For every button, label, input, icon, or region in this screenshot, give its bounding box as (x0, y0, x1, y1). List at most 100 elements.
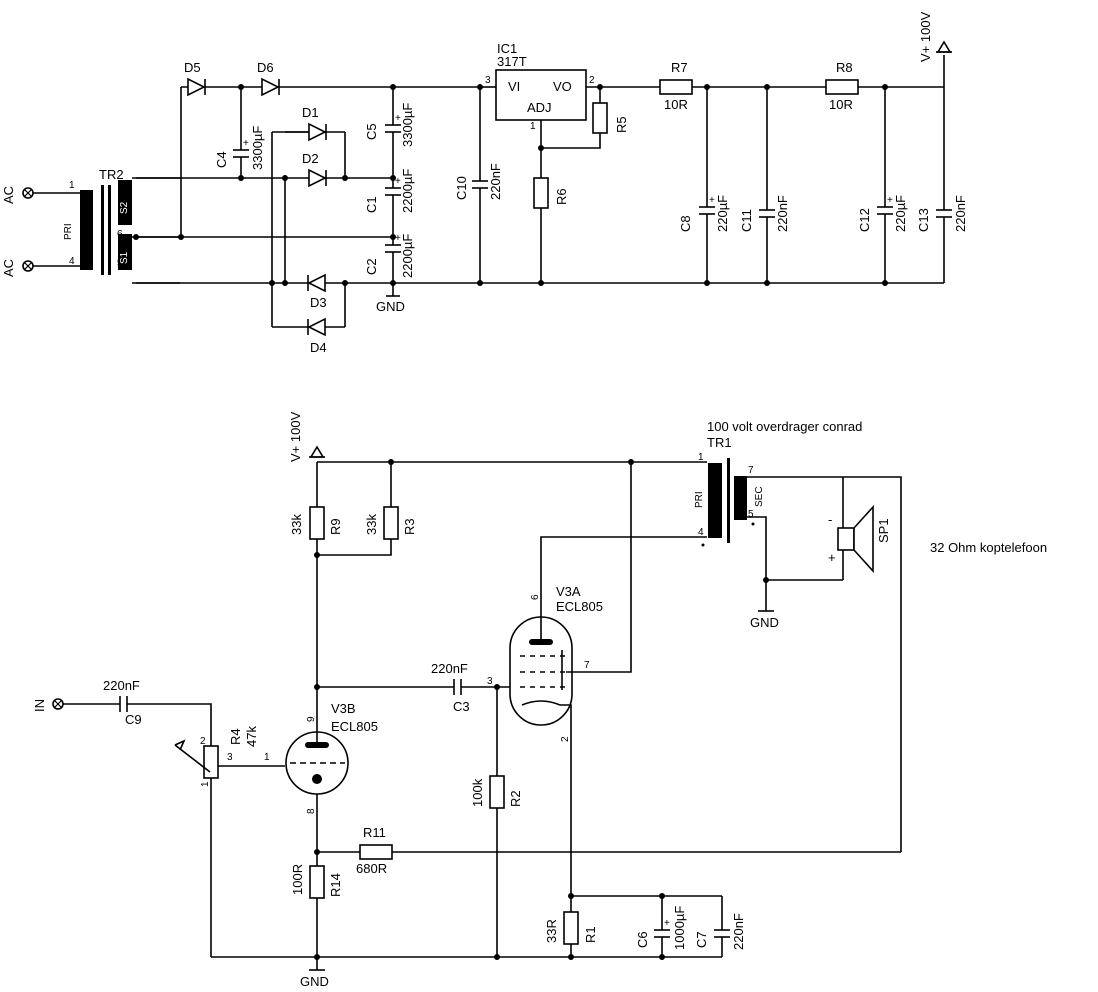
power-supply-section: AC AC TR2 1 4 8 6 5 PRI S2 S1 D5 D (1, 11, 968, 355)
amp-gnd-top-label: GND (750, 615, 779, 630)
input-label: IN (32, 699, 47, 712)
c5-ref: C5 (364, 123, 379, 140)
tr2-pin-8: 8 (119, 181, 125, 192)
tr2-pri-label: PRI (63, 223, 74, 240)
r4-value: 47k (244, 726, 259, 747)
ic1-ref: IC1 (497, 41, 517, 56)
potentiometer-r4 (203, 745, 219, 779)
c12-ref: C12 (857, 208, 872, 232)
c4-value: 3300µF (250, 126, 265, 170)
tr2-pin-6: 6 (117, 229, 123, 240)
ic1-vo: VO (553, 79, 572, 94)
diode-d5 (187, 77, 206, 97)
c13-value: 220nF (953, 195, 968, 232)
r2-value: 100k (470, 778, 485, 807)
v3b-pin-8: 8 (306, 808, 317, 814)
tr2-ref: TR2 (99, 167, 124, 182)
c5-value: 3300µF (400, 103, 415, 147)
tr1-pin-5: 5 (748, 509, 754, 520)
c3-value: 220nF (431, 661, 468, 676)
tr1-pin-4: 4 (698, 527, 704, 538)
r8-value: 10R (829, 97, 853, 112)
tr2-pin-4: 4 (69, 256, 75, 267)
r9-ref: R9 (328, 518, 343, 535)
speaker-sp1 (837, 504, 874, 574)
sp1-minus: - (828, 512, 832, 527)
capacitor-c8: + (699, 195, 715, 215)
vplus-arrow-amp (309, 445, 325, 458)
tube-v3b (285, 731, 349, 795)
diode-d1 (308, 122, 327, 142)
c13-ref: C13 (916, 208, 931, 232)
ic1-vi: VI (508, 79, 520, 94)
c3-ref: C3 (453, 699, 470, 714)
c12-value: 220µF (893, 195, 908, 232)
transformer-tr2 (33, 177, 180, 284)
c11-value: 220nF (775, 195, 790, 232)
r4-pin-2: 2 (200, 736, 206, 747)
v3a-part: ECL805 (556, 599, 603, 614)
r1-value: 33R (544, 919, 559, 943)
c7-value: 220nF (731, 913, 746, 950)
c1-ref: C1 (364, 196, 379, 213)
capacitor-c2: + (385, 233, 401, 253)
resistor-r6 (533, 177, 549, 209)
v3a-ref: V3A (556, 584, 581, 599)
tr1-sec-label: SEC (754, 486, 765, 507)
diode-d2 (308, 168, 327, 188)
capacitor-c13 (936, 209, 952, 218)
tr1-pri-label: PRI (694, 491, 705, 508)
svg-text:+: + (395, 176, 401, 187)
r11-ref: R11 (363, 825, 386, 840)
resistor-r1 (563, 911, 579, 945)
r6-label: R6 (554, 188, 569, 205)
r11-value: 680R (356, 861, 387, 876)
c9-value: 220nF (103, 678, 140, 693)
r4-wiper-arrow (174, 739, 186, 751)
v3b-pin-9: 9 (306, 716, 317, 722)
resistor-r5 (592, 102, 608, 134)
svg-text:+: + (887, 195, 893, 206)
diode-d6 (261, 77, 280, 97)
c7-ref: C7 (694, 931, 709, 948)
ac-label-bottom: AC (1, 259, 16, 277)
capacitor-c1: + (385, 176, 401, 196)
headphone-note: 32 Ohm koptelefoon (930, 540, 1047, 555)
diode-d3 (307, 273, 326, 293)
r14-value: 100R (290, 864, 305, 895)
capacitor-c10 (472, 180, 488, 189)
resistor-r9 (309, 506, 325, 540)
c2-ref: C2 (364, 258, 379, 275)
v3a-pin-2: 2 (560, 736, 571, 742)
svg-text:+: + (709, 195, 715, 206)
v3a-pin-6: 6 (530, 594, 541, 600)
diode-d4 (307, 317, 326, 337)
ic1-part: 317T (497, 54, 527, 69)
tr2-pin-1: 1 (69, 180, 75, 191)
d6-label: D6 (257, 60, 274, 75)
v3a-pin-7: 7 (584, 660, 590, 671)
resistor-r7 (659, 79, 693, 95)
ic1-pin-2: 2 (589, 75, 595, 86)
svg-text:+: + (243, 138, 249, 149)
sp1-plus: + (828, 550, 836, 565)
resistor-r2 (489, 775, 505, 809)
capacitor-c9 (119, 696, 128, 712)
tr2-s2-label: S2 (119, 201, 130, 214)
c9-ref: C9 (125, 712, 142, 727)
c8-ref: C8 (678, 215, 693, 232)
resistor-r14 (309, 865, 325, 899)
ac-terminal-top (22, 187, 34, 199)
d3-label: D3 (310, 295, 327, 310)
capacitor-c11 (759, 209, 775, 218)
capacitor-c3 (453, 679, 462, 695)
resistor-r3 (383, 506, 399, 540)
input-terminal (52, 698, 64, 710)
ic1-adj: ADJ (527, 100, 552, 115)
r7-ref: R7 (671, 60, 688, 75)
capacitor-c6: + (654, 918, 670, 938)
c2-value: 2200µF (400, 234, 415, 278)
r4-pin-1: 1 (200, 781, 211, 787)
d1-label: D1 (302, 105, 319, 120)
c6-ref: C6 (635, 931, 650, 948)
